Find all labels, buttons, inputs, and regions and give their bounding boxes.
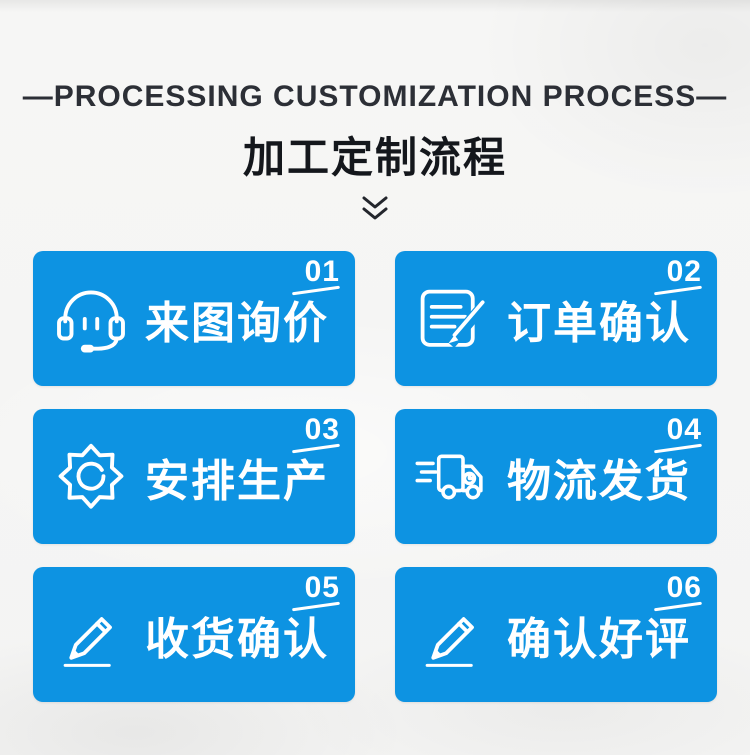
step-number: 04 xyxy=(666,413,702,446)
step-number: 06 xyxy=(666,571,702,604)
step-card-6: 06 确认好评 xyxy=(395,567,717,702)
step-label: 安排生产 xyxy=(145,456,329,506)
gear-icon xyxy=(51,438,131,516)
step-number-badge: 02 xyxy=(654,255,702,295)
step-number-badge: 03 xyxy=(292,413,340,453)
process-steps-grid: 01 来图询价 02 xyxy=(33,251,717,702)
step-card-2: 02 订单确认 xyxy=(395,251,717,386)
pencil-icon xyxy=(413,596,493,674)
step-number: 05 xyxy=(304,571,340,604)
step-number: 02 xyxy=(666,255,702,288)
step-card-5: 05 收货确认 xyxy=(33,567,355,702)
page-header: —PROCESSING CUSTOMIZATION PROCESS— 加工定制流… xyxy=(0,0,750,229)
step-number: 01 xyxy=(304,255,340,288)
step-card-3: 03 安排生产 xyxy=(33,409,355,544)
step-number: 03 xyxy=(304,413,340,446)
step-number-badge: 05 xyxy=(292,571,340,611)
step-label: 确认好评 xyxy=(507,614,691,664)
truck-icon xyxy=(413,438,493,516)
step-number-badge: 04 xyxy=(654,413,702,453)
step-number-badge: 06 xyxy=(654,571,702,611)
title-english: —PROCESSING CUSTOMIZATION PROCESS— xyxy=(22,80,728,113)
step-label: 来图询价 xyxy=(145,298,329,348)
step-label: 收货确认 xyxy=(145,614,329,664)
double-chevron-down-icon xyxy=(0,195,750,229)
step-label: 订单确认 xyxy=(507,298,691,348)
step-card-1: 01 来图询价 xyxy=(33,251,355,386)
headset-icon xyxy=(51,280,131,358)
step-card-4: 04 物流发货 xyxy=(395,409,717,544)
step-label: 物流发货 xyxy=(507,456,691,506)
pencil-icon xyxy=(51,596,131,674)
order-document-icon xyxy=(413,280,493,358)
step-number-badge: 01 xyxy=(292,255,340,295)
title-chinese: 加工定制流程 xyxy=(242,134,507,181)
